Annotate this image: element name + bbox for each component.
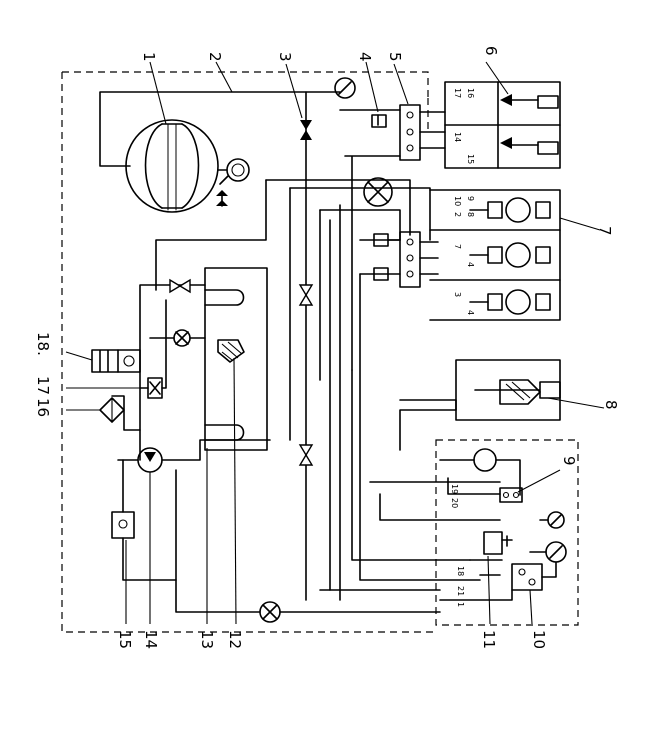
port-label-4a: 4 — [466, 262, 475, 267]
callout-14: 14 — [142, 630, 160, 649]
feed-lines — [329, 204, 481, 601]
callout-16: 16 — [34, 398, 52, 417]
check-valve-17 — [139, 299, 167, 399]
port-label-15: 15 — [466, 154, 475, 164]
port-label-9: 9 — [466, 196, 475, 201]
outer-boundary — [61, 71, 436, 633]
callout-labels: 1 2 3 4 5 6 7 8 9 10 11 12 13 14 15 16 1… — [34, 46, 620, 649]
port-label-19: 19 — [450, 484, 459, 494]
port-label-17: 17 — [453, 88, 462, 98]
motor-valve-18 — [91, 349, 141, 373]
callout-17: 17 — [34, 376, 52, 395]
valve-filter — [169, 278, 191, 294]
hydraulic-motor — [439, 448, 521, 496]
port-label-8: 8 — [466, 212, 475, 217]
callout-leaders — [65, 61, 605, 625]
callout-10: 10 — [530, 630, 548, 649]
pump-loop-line — [99, 91, 341, 167]
callout-7: 7 — [596, 226, 614, 236]
pump-gauge — [216, 158, 250, 207]
valve-9 — [369, 481, 523, 521]
callout-11: 11 — [480, 630, 498, 649]
callout-1: 1 — [140, 52, 158, 62]
manifold-block-middle — [359, 231, 439, 288]
port-label-18: 18 — [456, 566, 465, 576]
port-label-1: 1 — [456, 602, 465, 607]
port-label-4b: 4 — [466, 310, 475, 315]
valve-mid — [298, 284, 314, 306]
port-label-3: 3 — [453, 292, 462, 297]
sub-gauge-upper — [539, 511, 565, 529]
port-label-20: 20 — [450, 498, 459, 508]
callout-13: 13 — [198, 630, 216, 649]
port-labels: 17 16 14 15 10 2 9 8 7 4 3 4 19 20 18 21… — [450, 88, 475, 607]
motor-15 — [111, 459, 177, 581]
port-label-7: 7 — [453, 244, 462, 249]
valve-3 — [300, 120, 312, 140]
sub-unit-boundary — [435, 439, 579, 626]
valve-low — [298, 444, 314, 466]
callout-8: 8 — [602, 400, 620, 410]
callout-4: 4 — [356, 52, 374, 62]
port-label-16: 16 — [466, 88, 475, 98]
supply-line-left — [155, 179, 267, 291]
callout-15: 15 — [116, 630, 134, 649]
sub-gauge-lower — [529, 541, 567, 563]
supply-gauge — [334, 77, 356, 99]
filter-16 — [99, 395, 141, 431]
flow-gauge — [363, 177, 393, 207]
callout-5: 5 — [386, 52, 404, 62]
main-pump — [125, 119, 219, 213]
directional-valve-10 — [439, 561, 557, 601]
manifold-block-upper — [339, 104, 446, 371]
callout-12: 12 — [226, 630, 244, 649]
actuator-group-middle — [429, 189, 561, 321]
tank-column — [204, 267, 268, 451]
return-line — [175, 469, 261, 613]
port-label-10: 10 — [453, 196, 462, 206]
callout-3: 3 — [276, 52, 294, 62]
callout-6: 6 — [482, 46, 500, 56]
clamp-8 — [399, 359, 561, 451]
restrictor-valve — [149, 329, 206, 347]
pressure-valve-11 — [469, 531, 513, 576]
port-label-2: 2 — [453, 212, 462, 217]
callout-2: 2 — [206, 52, 224, 62]
port-label-21: 21 — [456, 586, 465, 596]
return-valve — [259, 589, 441, 623]
crossover-line — [265, 179, 411, 236]
callout-18: 18. — [34, 332, 52, 356]
filter-line — [139, 284, 206, 461]
actuator-group-upper — [444, 81, 561, 169]
callout-9: 9 — [560, 456, 578, 466]
port-label-14: 14 — [453, 132, 462, 142]
